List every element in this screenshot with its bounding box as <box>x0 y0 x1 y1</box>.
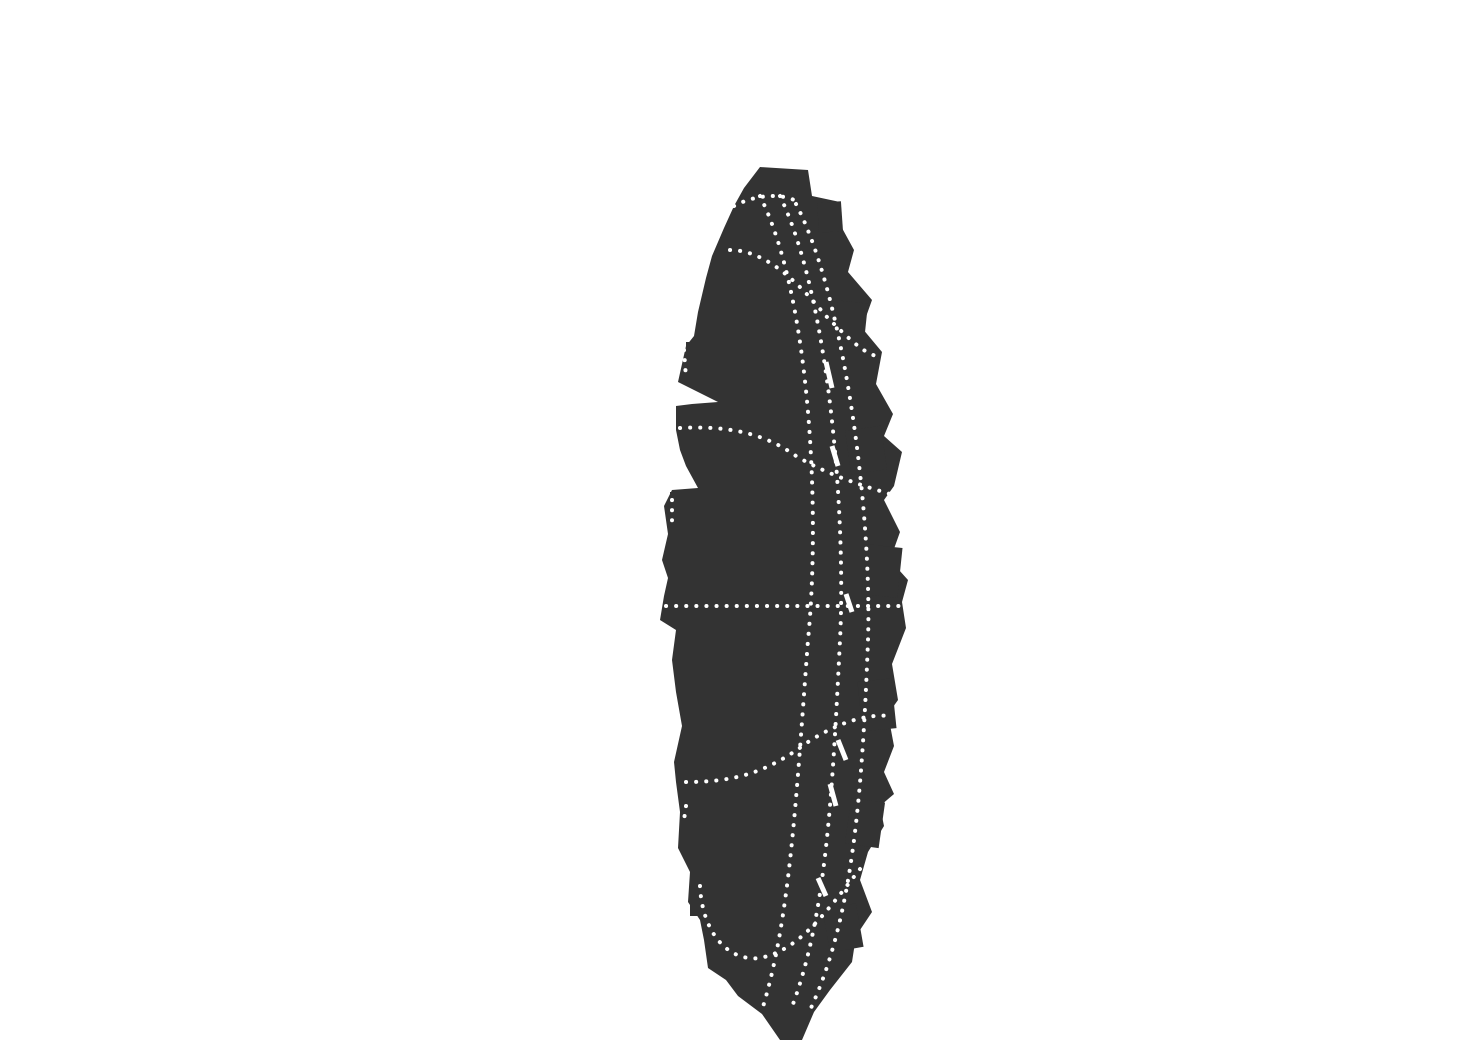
pattern-edge-dots-3 <box>682 804 688 822</box>
wheel-tooth-11 <box>670 492 696 534</box>
wheel-tooth-3 <box>845 425 887 475</box>
pattern-cross-top <box>732 194 802 208</box>
wheel-tooth-12 <box>686 342 710 382</box>
wheel-shape <box>660 167 908 1040</box>
pattern-cross-lower <box>698 862 866 961</box>
dotted-pattern <box>664 194 902 1014</box>
pattern-slash-4 <box>835 739 849 761</box>
wheel-tooth-7 <box>822 903 864 953</box>
pattern-slash-6 <box>815 876 829 898</box>
wheel-tooth-4 <box>861 544 903 598</box>
pattern-cross-mid-upper <box>678 425 892 496</box>
pattern-slash-5 <box>827 783 839 807</box>
pattern-slash-2 <box>829 445 841 467</box>
wheel-tooth-5 <box>857 678 897 732</box>
wheel-tooth-6 <box>844 797 886 849</box>
pattern-slash-3 <box>843 593 855 613</box>
wheel-tooth-8 <box>690 880 714 916</box>
pattern-cross-upper <box>728 248 878 358</box>
wheel-body <box>660 167 908 1040</box>
pattern-cross-mid-lower <box>684 713 892 784</box>
wheel-tooth-1 <box>816 201 844 233</box>
pattern-slash-1 <box>823 361 835 389</box>
wheel-tooth-10 <box>668 580 690 620</box>
pattern-arc-right <box>794 202 871 1012</box>
